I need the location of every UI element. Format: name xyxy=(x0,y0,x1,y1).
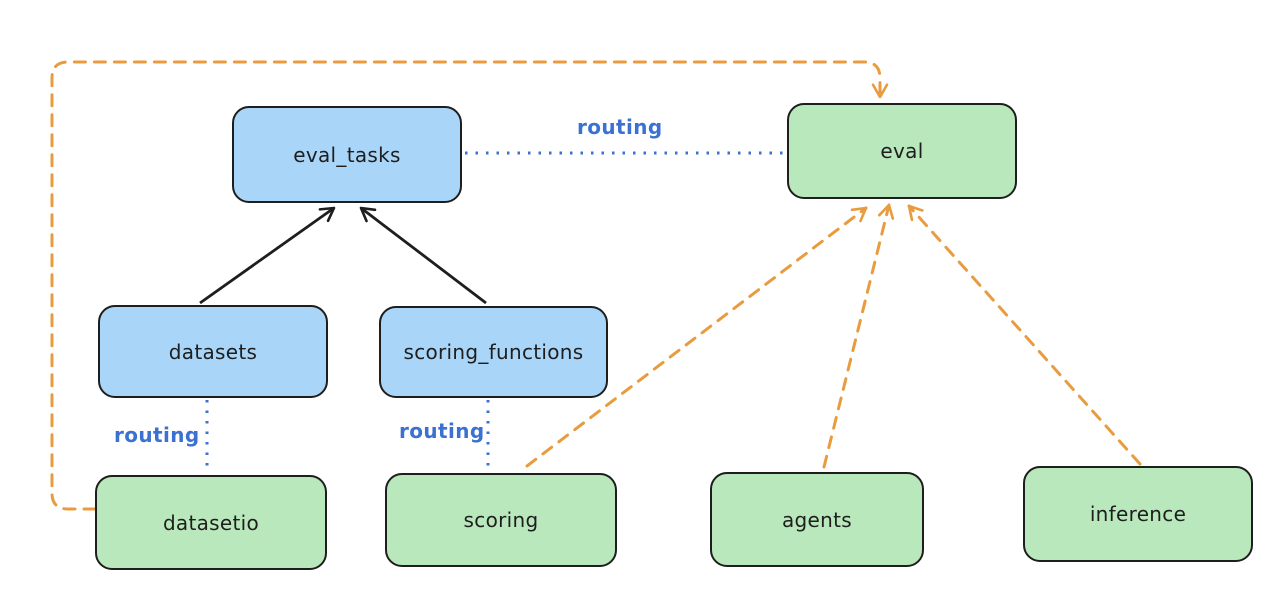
edge-label-routing-top: routing xyxy=(577,115,663,139)
edge-agents-to-eval xyxy=(822,203,895,469)
node-agents: agents xyxy=(710,472,924,567)
node-scoring: scoring xyxy=(385,473,617,567)
edge-label-routing-left: routing xyxy=(114,423,200,447)
edge-inference-to-eval xyxy=(907,204,1142,466)
edge-label-routing-middle: routing xyxy=(399,419,485,443)
edge-scoring-functions-to-eval-tasks xyxy=(359,206,487,305)
node-eval-label: eval xyxy=(880,139,924,163)
node-eval-tasks-label: eval_tasks xyxy=(293,142,401,167)
node-eval-tasks: eval_tasks xyxy=(232,106,462,203)
node-scoring-functions-label: scoring_functions xyxy=(403,340,584,364)
node-eval: eval xyxy=(787,103,1017,199)
node-datasets-label: datasets xyxy=(168,339,258,364)
node-inference: inference xyxy=(1023,466,1253,562)
edge-datasets-to-eval-tasks xyxy=(199,206,336,305)
edge-scoring-to-eval xyxy=(525,206,868,468)
node-datasetio: datasetio xyxy=(95,475,327,570)
node-datasetio-label: datasetio xyxy=(162,510,260,535)
edge-datasetio-to-eval xyxy=(50,60,889,511)
node-scoring-functions: scoring_functions xyxy=(379,306,608,398)
node-datasets: datasets xyxy=(98,305,328,398)
node-scoring-label: scoring xyxy=(463,508,539,532)
node-inference-label: inference xyxy=(1089,502,1187,526)
node-agents-label: agents xyxy=(782,507,852,532)
